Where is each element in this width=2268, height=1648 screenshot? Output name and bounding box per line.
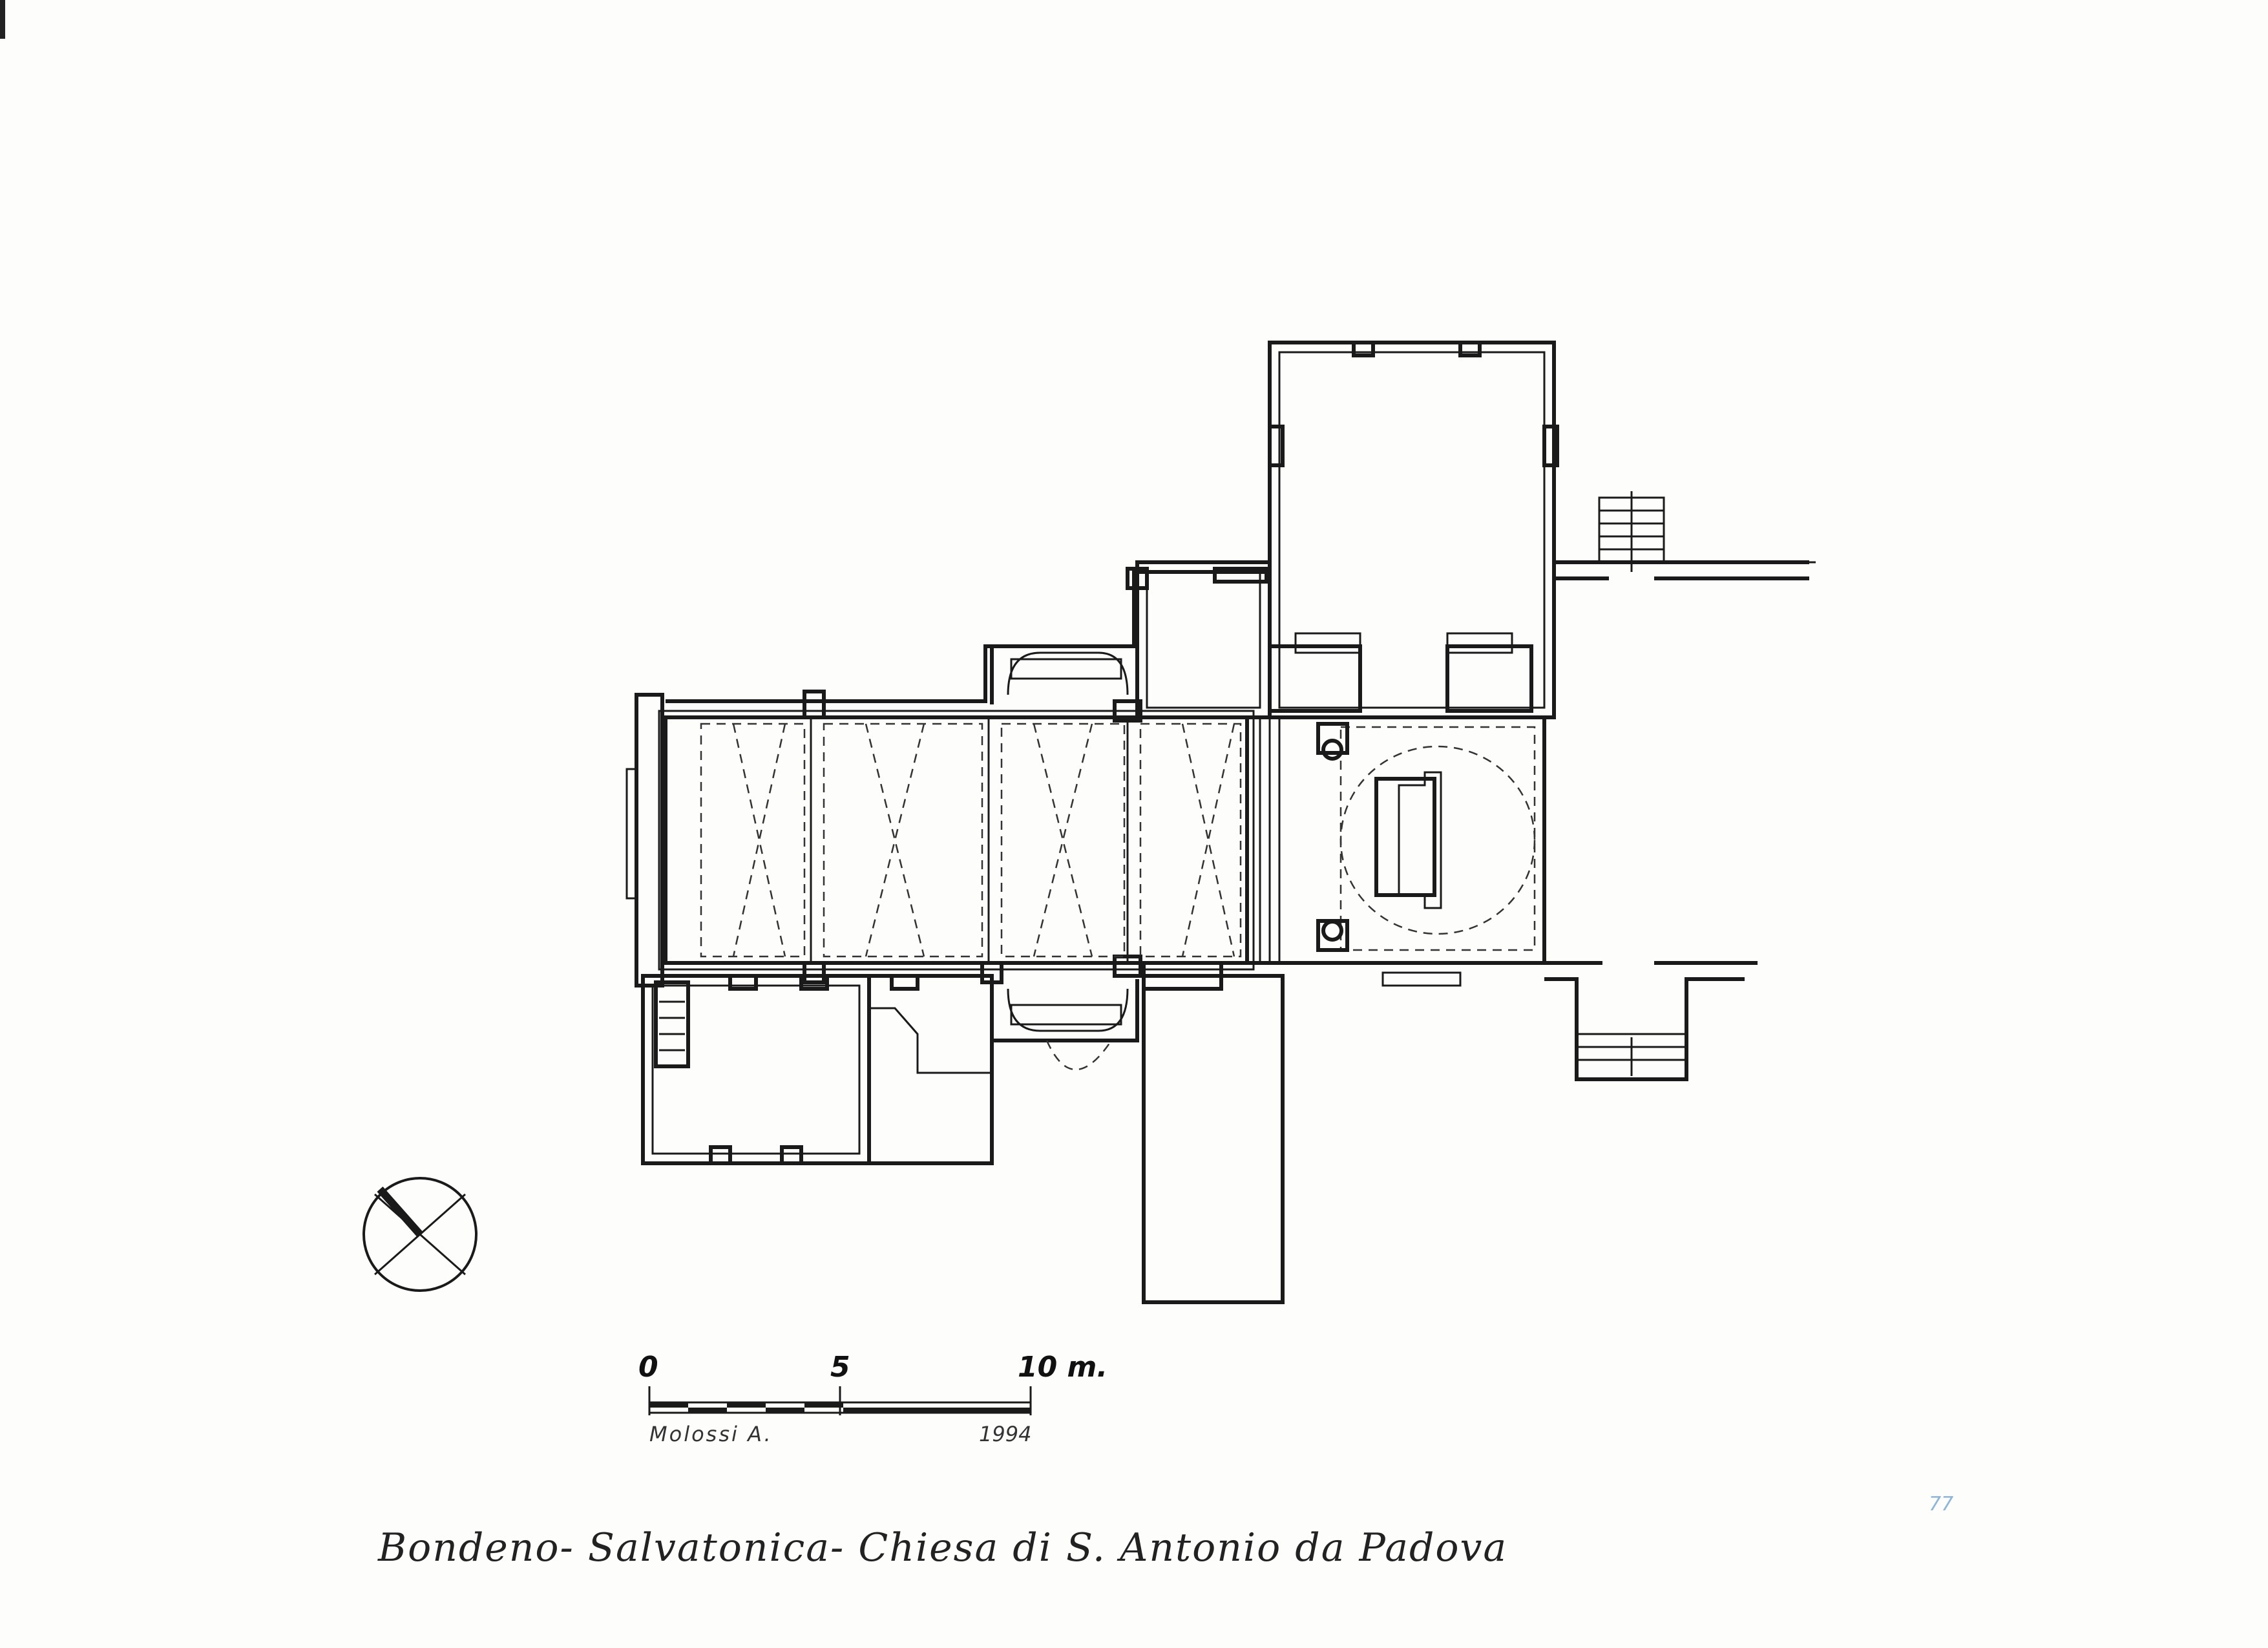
south-stair	[1575, 1033, 1688, 1081]
scan-edge-mark	[0, 0, 5, 39]
nave	[625, 565, 1272, 988]
scale-label-10: 10 m.	[1018, 1351, 1108, 1384]
link-building	[1126, 560, 1272, 719]
scale-label-0: 0	[638, 1351, 658, 1384]
south-annex	[641, 974, 1113, 1165]
sheet-number: 77	[1929, 1493, 1954, 1516]
east-entries	[1381, 491, 1816, 1081]
drawing-year: 1994	[979, 1422, 1032, 1446]
presbytery	[1245, 715, 1546, 965]
compass-icon	[362, 1177, 478, 1292]
drawing-title: Bondeno- Salvatonica- Chiesa di S. Anton…	[378, 1525, 1508, 1570]
author-signature: Molossi A.	[649, 1422, 773, 1446]
bell-tower-wall	[1142, 961, 1285, 1304]
scale-bar	[648, 1386, 1032, 1415]
scale-label-5: 5	[830, 1351, 850, 1384]
north-stair	[1598, 491, 1665, 572]
sacristy	[1268, 341, 1559, 719]
